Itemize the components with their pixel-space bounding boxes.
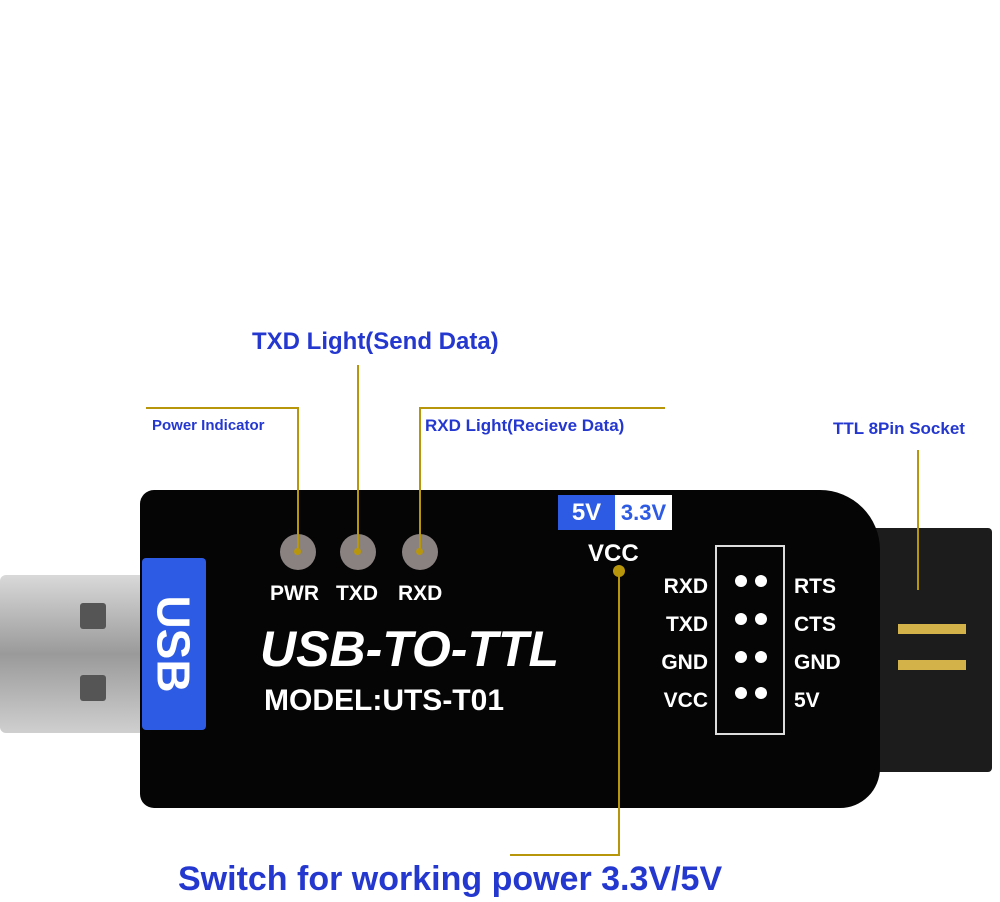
- pin-label: RTS: [794, 575, 836, 598]
- ttl-socket-callout: TTL 8Pin Socket: [833, 419, 965, 438]
- leader-line: [297, 407, 299, 552]
- leader-line: [357, 365, 359, 552]
- leader-line: [917, 450, 919, 590]
- pin-label: 5V: [794, 689, 820, 712]
- pin-label: RXD: [663, 575, 708, 598]
- switch-33v: 3.3V: [615, 495, 672, 530]
- leader-line: [419, 407, 421, 552]
- adapter-board: [140, 490, 880, 808]
- board-title: USB-TO-TTL: [260, 621, 560, 677]
- pins-left: RXD TXD GND VCC: [650, 568, 708, 720]
- led-label: PWR: [270, 582, 319, 605]
- model-text: MODEL:UTS-T01: [264, 684, 504, 717]
- pin-header: [715, 545, 785, 735]
- txd-light-callout: TXD Light(Send Data): [252, 328, 499, 355]
- pins-right: RTS CTS GND 5V: [794, 568, 841, 720]
- leader-line: [618, 572, 620, 856]
- power-indicator-callout: Power Indicator: [152, 417, 265, 434]
- switch-5v: 5V: [558, 495, 615, 530]
- pin-label: VCC: [663, 689, 708, 712]
- vcc-label: VCC: [588, 540, 639, 567]
- usb-plug: [0, 575, 145, 733]
- switch-callout: Switch for working power 3.3V/5V: [178, 860, 723, 898]
- leader-line: [510, 854, 620, 856]
- pin-label: GND: [661, 651, 708, 674]
- pin-label: TXD: [666, 613, 708, 636]
- pin-label: CTS: [794, 613, 836, 636]
- leader-line: [146, 407, 299, 409]
- plug-hole: [80, 675, 106, 701]
- leader-line: [419, 407, 665, 409]
- led-label: RXD: [398, 582, 443, 605]
- connector-pin: [898, 660, 966, 670]
- usb-tag: USB: [142, 558, 206, 730]
- plug-hole: [80, 603, 106, 629]
- vcc-dot: [613, 565, 625, 577]
- ttl-connector: [860, 528, 992, 772]
- led-label: TXD: [336, 582, 378, 605]
- rxd-light-callout: RXD Light(Recieve Data): [425, 416, 625, 435]
- connector-pin: [898, 624, 966, 634]
- pin-label: GND: [794, 651, 841, 674]
